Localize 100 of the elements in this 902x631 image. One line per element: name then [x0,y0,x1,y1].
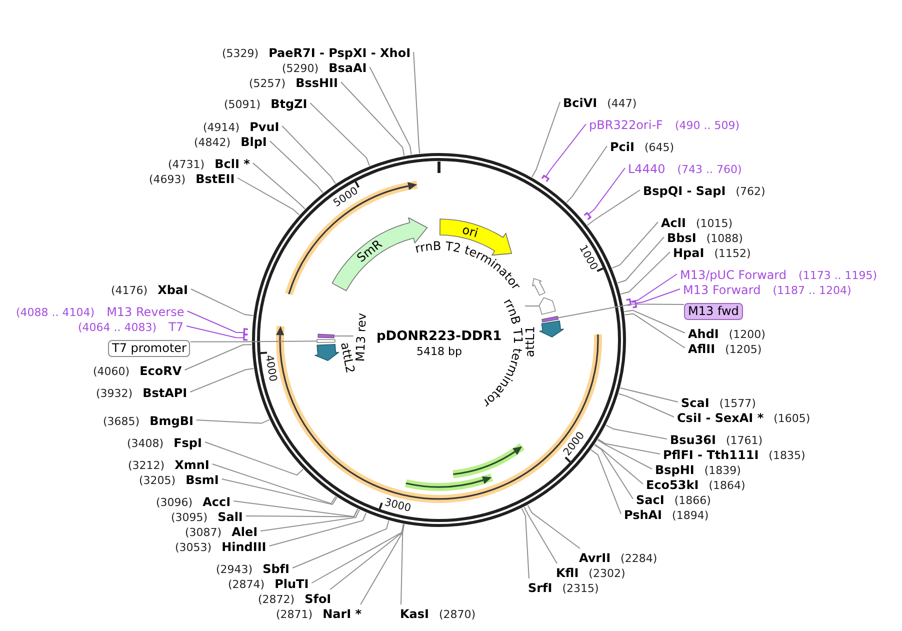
enzyme-name: XbaI [158,282,188,296]
primer-site-mark [243,334,248,341]
feature-mark [316,339,336,343]
leader-line [594,444,644,484]
leader-line [330,524,404,590]
reading-frame-arc [405,474,494,491]
leader-line [186,310,244,334]
enzyme-name: PflFI - Tth111I [663,448,759,462]
leader-line [524,506,558,564]
enzyme-name: KflI [556,566,579,580]
leader-line [606,424,668,440]
leader-line [527,504,580,549]
primer-name: M13/pUC Forward [680,268,787,282]
enzyme-name: BssHII [296,76,338,90]
enzyme-name: BclI * [214,156,250,170]
site-position: (3685) [103,414,140,428]
enzyme-name: BtgZI [270,96,308,110]
site-position: (1015) [696,216,733,230]
enzyme-name: SfoI [304,592,332,606]
enzyme-name: SacI [636,492,664,506]
feature-tag: T7 promoter [108,340,190,356]
enzyme-name: PciI [610,140,634,154]
primer-range: (4064 .. 4083) [78,320,157,334]
enzyme-name: AleI [232,524,258,538]
primer-name: M13 Reverse [106,304,184,318]
leader-line [617,236,664,284]
leader-line [620,252,670,294]
enzyme-name: BsaAI [328,60,367,74]
enzyme-name: NarI * [322,606,362,620]
site-position: (1835) [768,448,806,462]
scale-label: 1000 [576,243,600,272]
enzyme-name: BsmI [186,472,219,486]
site-position: (1200) [728,328,766,340]
enzyme-name: BmgBI [150,414,194,428]
leader-line [586,190,640,226]
site-position: (2872) [258,592,295,606]
enzyme-name: BciVI [563,96,598,110]
feature-tag: M13 fwd [684,302,743,320]
leader-line [521,508,530,579]
enzyme-name: HindIII [222,540,266,554]
site-position: (4060) [93,364,130,378]
leader-line [400,524,405,605]
plasmid-length: 5418 bp [416,344,462,358]
enzyme-name: PluTI [274,576,309,590]
enzyme-name: PshAI [624,508,662,522]
leader-line [598,438,660,454]
primer-range: (1173 .. 1195) [798,268,878,282]
leader-line [360,524,404,605]
site-position: (3053) [175,540,212,554]
enzyme-name: ScaI [681,396,710,410]
enzyme-name: SrfI [528,580,552,594]
enzyme-name: BspQI - SapI [643,184,726,198]
leader-line [190,368,254,392]
site-position: (1205) [725,342,762,356]
enzyme-name: SalI [218,510,243,524]
leader-line [590,449,622,514]
feature-mark [318,334,335,338]
plasmid-ring [252,153,626,527]
leader-line [268,512,367,546]
leader-line [260,509,360,532]
leader-line [594,444,634,500]
site-position: (5257) [249,76,286,90]
site-position: (2874) [228,578,265,590]
enzyme-name: CsiI - SexAI * [677,410,764,424]
site-position: (2870) [439,608,476,620]
leader-line [635,288,680,304]
enzyme-name: PvuI [250,120,280,134]
leader-line [566,146,608,204]
site-position: (4731) [168,158,205,170]
site-position: (4176) [111,284,148,296]
leader-line [334,335,354,336]
leader-line [204,442,304,476]
primer-name: L4440 [628,162,666,176]
site-position: (3205) [139,474,176,486]
site-position: (3096) [156,496,193,508]
leader-line [212,464,336,504]
site-position: (2302) [588,566,626,580]
primer-range: (743 .. 760) [677,162,742,176]
leader-line [531,102,560,178]
feature-label: attL1 [522,326,538,358]
primer-range: (490 .. 509) [674,118,740,132]
enzyme-name: KasI [400,606,430,620]
leader-line [292,520,390,568]
enzyme-name: BstEII [196,172,235,186]
leader-line [282,126,336,184]
site-position: (3087) [185,526,222,538]
primer-site-mark [626,298,632,306]
site-position: (4693) [149,172,186,186]
site-position: (5329) [222,46,259,60]
site-position: (4914) [203,120,240,134]
primer-name: M13 Forward [683,282,761,296]
enzyme-name: SbfI [262,562,290,576]
primer-range: (4088 .. 4104) [16,306,95,318]
enzyme-name: HpaI [673,246,704,260]
site-position: (5091) [224,98,261,110]
enzyme-name: Bsu36I [670,432,716,446]
site-position: (4842) [194,136,231,148]
enzyme-name: AflII [688,342,716,356]
leader-line [190,340,318,342]
primer-name: pBR322ori-F [589,118,663,132]
